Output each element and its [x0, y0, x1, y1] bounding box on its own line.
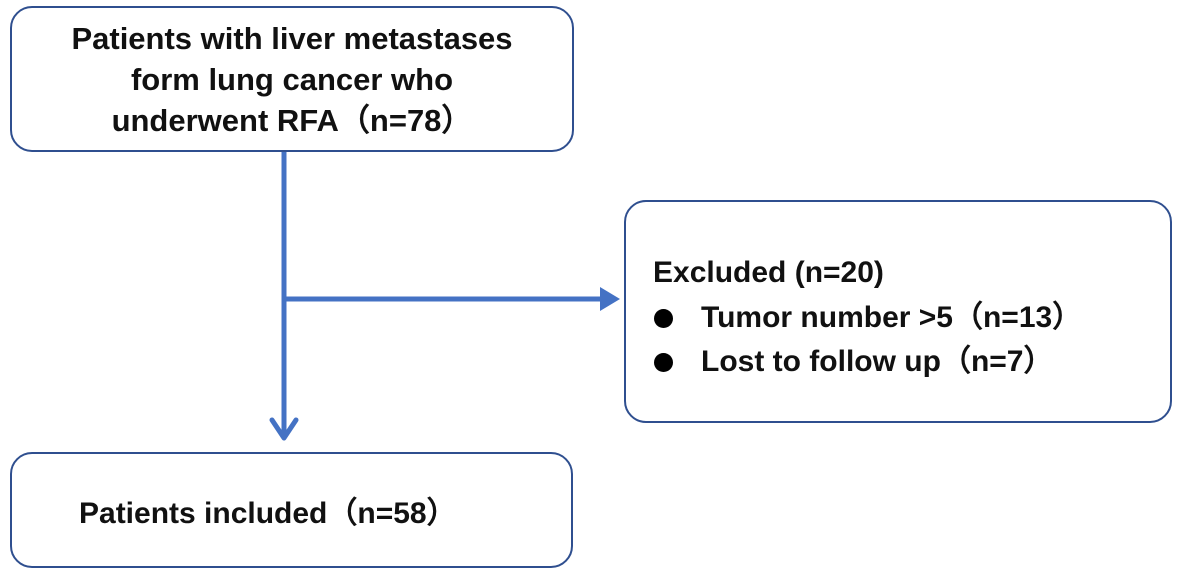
- initial-patients-text: Patients with liver metastases form lung…: [71, 18, 512, 141]
- bullet-icon: [654, 352, 673, 372]
- initial-line-1: Patients with liver metastases: [71, 20, 513, 56]
- box-included: Patients included（n=58）: [10, 452, 573, 568]
- excluded-list: Tumor number >5（n=13） Lost to follow up（…: [654, 296, 1082, 384]
- excluded-heading: Excluded (n=20): [653, 256, 884, 289]
- down-arrowhead: [269, 417, 299, 441]
- box-excluded: Excluded (n=20) Tumor number >5（n=13） Lo…: [624, 200, 1172, 423]
- bullet-icon: [654, 308, 673, 328]
- box-initial-patients: Patients with liver metastases form lung…: [10, 6, 574, 152]
- right-arrowhead: [600, 287, 620, 311]
- excluded-item-label: Tumor number >5（n=13）: [701, 301, 1083, 334]
- excluded-item: Lost to follow up（n=7）: [654, 340, 1082, 384]
- initial-line-2: form lung cancer who: [130, 61, 454, 97]
- initial-line-3: underwent RFA（n=78）: [111, 102, 473, 138]
- included-label: Patients included（n=58）: [79, 497, 457, 530]
- excluded-item-label: Lost to follow up（n=7）: [701, 345, 1054, 378]
- excluded-item: Tumor number >5（n=13）: [654, 296, 1082, 340]
